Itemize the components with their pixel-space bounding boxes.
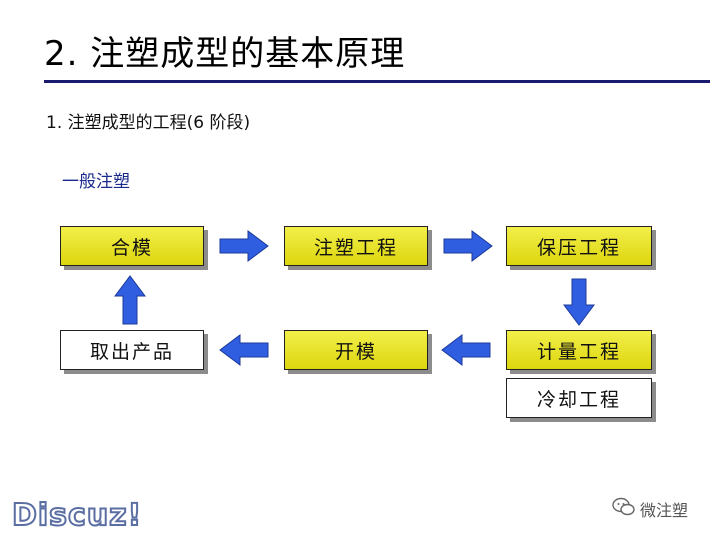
subtitle: 1. 注塑成型的工程(6 阶段) [46,113,251,133]
step-injection: 注塑工程 [284,226,428,266]
arrow-right-2 [443,230,493,262]
step-mold-open: 开模 [284,330,428,370]
step-ejection: 取出产品 [60,330,204,370]
arrow-right-1 [219,230,269,262]
arrow-left-2 [219,334,269,366]
arrow-up [114,275,146,325]
arrow-down [563,278,595,326]
step-metering: 计量工程 [506,330,652,370]
title-divider [44,80,710,83]
page-title: 2. 注塑成型的基本原理 [44,34,406,74]
section-label: 一般注塑 [62,172,130,192]
step-holding: 保压工程 [506,226,652,266]
step-cooling: 冷却工程 [506,378,652,418]
wechat-icon [612,497,635,516]
watermark-discuz: Discuz! [11,497,143,534]
arrow-left-1 [441,334,491,366]
watermark-wechat: 微注塑 [640,501,689,520]
step-mold-close: 合模 [60,226,204,266]
